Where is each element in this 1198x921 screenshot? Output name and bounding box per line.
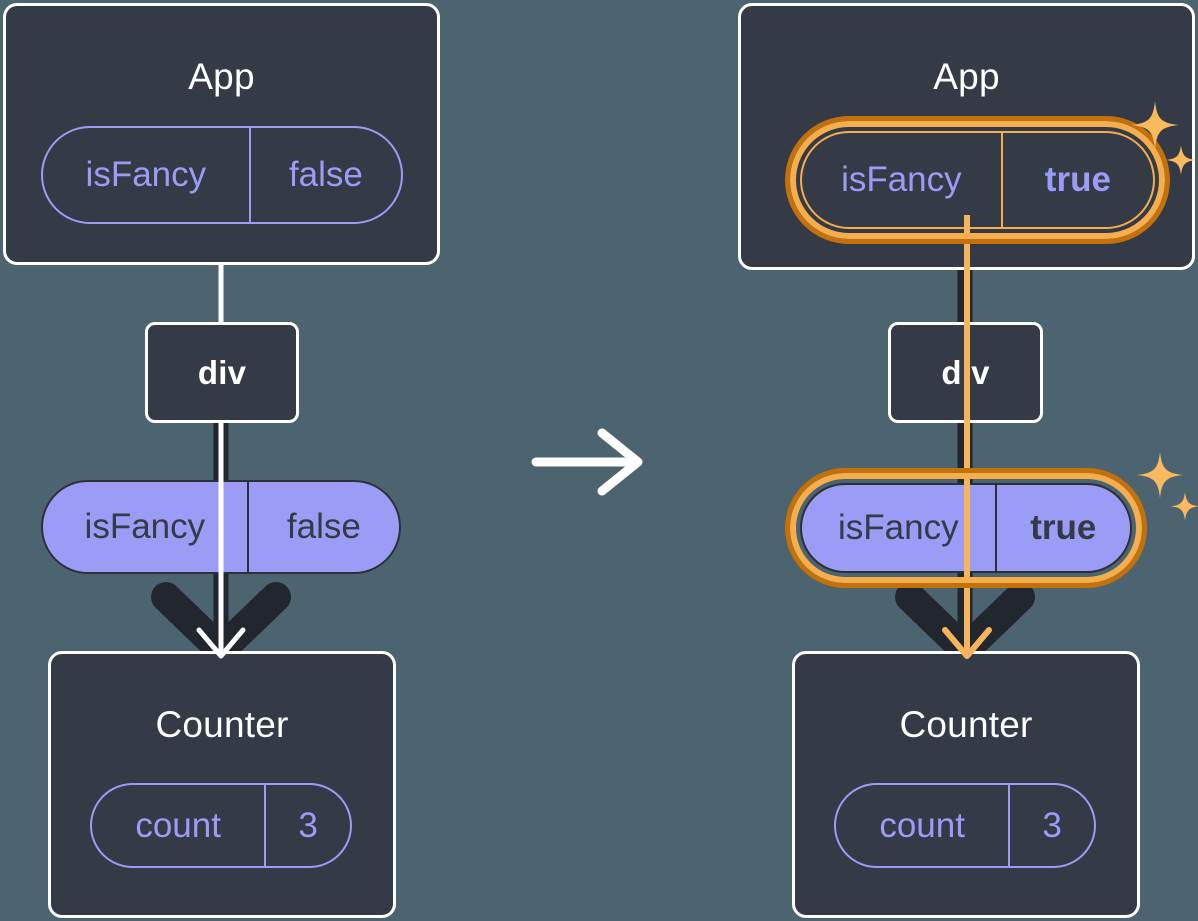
app-box-title: App <box>933 56 1000 97</box>
pill-value: false <box>248 128 401 222</box>
pill-value: 3 <box>1008 785 1094 866</box>
app-box-title: App <box>188 56 255 97</box>
pill-key: count <box>879 805 965 845</box>
pill-value: 3 <box>264 785 350 866</box>
app-state-pill-after: isFancy true <box>800 131 1155 229</box>
pill-key: isFancy <box>841 160 962 199</box>
pill-value: true <box>1000 133 1153 227</box>
pill-key: isFancy <box>85 155 207 194</box>
arrowhead-highlight-right <box>942 627 992 659</box>
counter-state-pill-before: count 3 <box>90 783 352 868</box>
arrow-right-icon <box>531 428 643 496</box>
app-state-pill-before: isFancy false <box>41 126 403 224</box>
pill-value: false <box>246 482 399 572</box>
arrowhead-white-left <box>196 627 246 659</box>
counter-state-pill-after: count 3 <box>834 783 1096 868</box>
pill-value: true <box>994 485 1130 571</box>
sparkle-icon-state <box>1137 452 1198 521</box>
counter-box-title: Counter <box>155 704 289 745</box>
counter-box-title: Counter <box>899 704 1033 745</box>
pill-key: count <box>135 805 221 845</box>
div-box-title: div <box>197 354 247 391</box>
pill-key: isFancy <box>84 507 206 546</box>
sparkle-icon-app <box>1131 101 1196 175</box>
div-box-before: div <box>145 322 299 423</box>
pill-key: isFancy <box>838 508 959 547</box>
